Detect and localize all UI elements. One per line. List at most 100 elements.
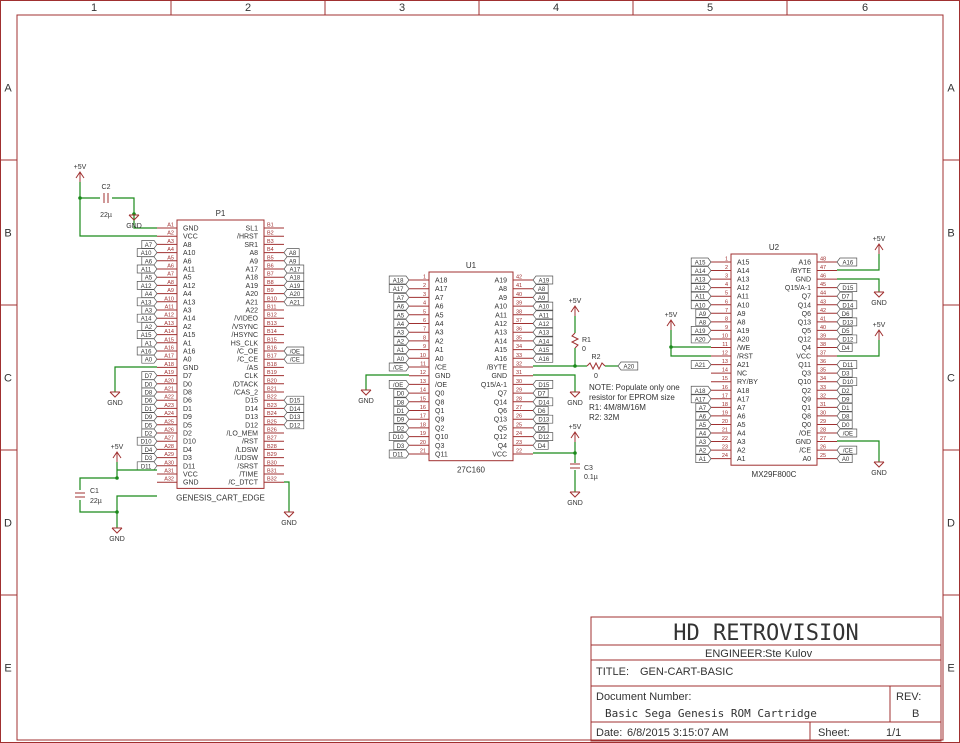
net-U1-R1: A8 [538,287,546,293]
pinname-U2-R15: Q2 [802,388,811,395]
pinname-U1-R3: A10 [495,304,508,311]
pinnum-P1-L14: A15 [164,337,174,343]
pinname-P1-L29: D11 [183,463,195,470]
pinnum-P1-R2: B3 [267,239,274,245]
pinnum-P1-L9: A10 [164,296,174,302]
gnd-label-u2gnd: GND [871,300,887,307]
pinnum-P1-L18: A19 [164,370,174,376]
net-U2-R0: A16 [843,261,854,267]
net-U2-L0-flag [690,257,712,267]
net-U2-L6-flag [695,308,712,318]
net-P1-R15-flag [283,346,305,356]
pinname-P1-L19: D0 [183,381,192,388]
pinnum-P1-R27: B28 [267,444,277,450]
pinnum-U2-R13: 35 [820,368,826,374]
net-U2-L23: A1 [699,457,707,463]
pinname-U2-R11: VCC [796,354,811,361]
pinnum-U1-R11: 31 [516,370,522,376]
pinnum-P1-R26: B27 [267,436,277,442]
net-P1-R3-flag [283,248,300,257]
net-U2-L12: A21 [695,363,706,369]
pinname-U2-L13: NC [737,371,747,378]
wire-c2a [79,182,100,199]
pinname-P1-R1: /HRST [237,234,259,241]
net-U1-R8: A15 [539,348,550,354]
row-label-E-right: E [947,663,954,675]
net-P1-L22: D1 [145,407,153,413]
pinname-U1-L20: Q11 [435,452,448,459]
net-U2-L21-flag [695,437,712,446]
pinnum-U2-R8: 40 [820,325,826,331]
pinname-P1-L28: D3 [183,455,192,462]
pinname-P1-L26: D10 [183,439,196,446]
pinname-U2-R0: A16 [799,260,812,267]
net-P1-L12: A2 [145,325,153,331]
net-P1-R7-flag [283,281,305,290]
pinnum-U2-L22: 23 [722,445,728,451]
pinname-P1-L22: D1 [183,406,192,413]
pinname-P1-R28: /UDSW [235,455,259,462]
net-U1-L6: A3 [397,331,405,337]
pinname-P1-L16: A0 [183,357,192,364]
c3-value: 0.1µ [584,474,598,481]
pinname-U2-R7: Q13 [798,319,811,326]
net-P1-L2-flag [141,240,158,249]
pinname-U2-R13: Q3 [802,371,811,378]
pinnum-P1-R18: B19 [267,370,277,376]
wire-c1c [79,500,118,528]
net-U2-L2: A13 [695,278,706,284]
pinname-P1-R18: CLK [244,373,258,380]
pinname-U2-L10: /WE [737,345,751,352]
pinname-P1-L3: A10 [183,250,196,257]
pinnum-U1-R5: 37 [516,318,522,324]
net-P1-R6-flag [283,272,305,282]
pinname-U1-L0: A18 [435,278,448,285]
pinnum-U2-R18: 30 [820,410,826,416]
net-U1-L12: /OE [393,383,403,389]
pinname-U2-R4: Q7 [802,294,811,301]
wire-c2d [133,214,157,229]
pinnum-P1-R12: B13 [267,321,277,327]
pinnum-U2-R19: 29 [820,419,826,425]
net-U2-R9-flag [836,334,858,344]
net-U1-R7: A14 [539,339,550,345]
pinname-P1-R29: /SRST [237,463,258,470]
net-U1-L7: A2 [397,339,405,345]
pinname-U2-R2: GND [795,277,811,284]
pinnum-U2-R20: 28 [820,428,826,434]
r2-net-flag [617,361,639,371]
pinname-P1-L31: GND [183,480,199,487]
net-P1-L16: A0 [145,358,153,364]
net-P1-L11-flag [136,313,158,323]
net-U2-R6: D6 [842,312,850,318]
gnd-label-u1l12: GND [358,398,374,405]
net-U1-L9: A0 [397,357,405,363]
net-U1-R6: A13 [539,331,550,337]
pinnum-P1-R13: B14 [267,329,277,335]
net-U1-L17: D2 [397,426,405,432]
row-label-E: E [4,663,11,675]
pinname-P1-R13: /HSYNC [232,332,258,339]
net-P1-L18-flag [141,371,158,380]
net-U2-R18-flag [836,411,853,421]
net-P1-R4-flag [283,256,300,266]
pinnum-P1-L31: A32 [164,477,174,483]
pinname-U1-L7: A2 [435,338,444,345]
pinname-U2-L1: A14 [737,268,750,275]
net-U2-R19-flag [836,420,853,429]
pinname-U2-R9: Q12 [798,336,811,343]
pinnum-U2-L8: 9 [725,325,728,331]
wire-u2gnd [837,278,880,292]
net-U2-R10-flag [836,343,853,352]
pinnum-P1-L30: A31 [164,469,174,475]
pinname-P1-R16: /C_CE [237,357,258,364]
pinname-U2-R10: Q4 [802,345,811,352]
net-U1-R1-flag [532,284,549,294]
population-note: NOTE: Populate only one resistor for EPR… [589,383,680,422]
column-label-3: 3 [399,2,405,14]
pinnum-P1-L0: A1 [167,223,174,229]
net-P1-L18: D7 [145,374,153,380]
net-U1-R4-flag [532,310,554,320]
pinnum-U2-L7: 8 [725,316,728,322]
